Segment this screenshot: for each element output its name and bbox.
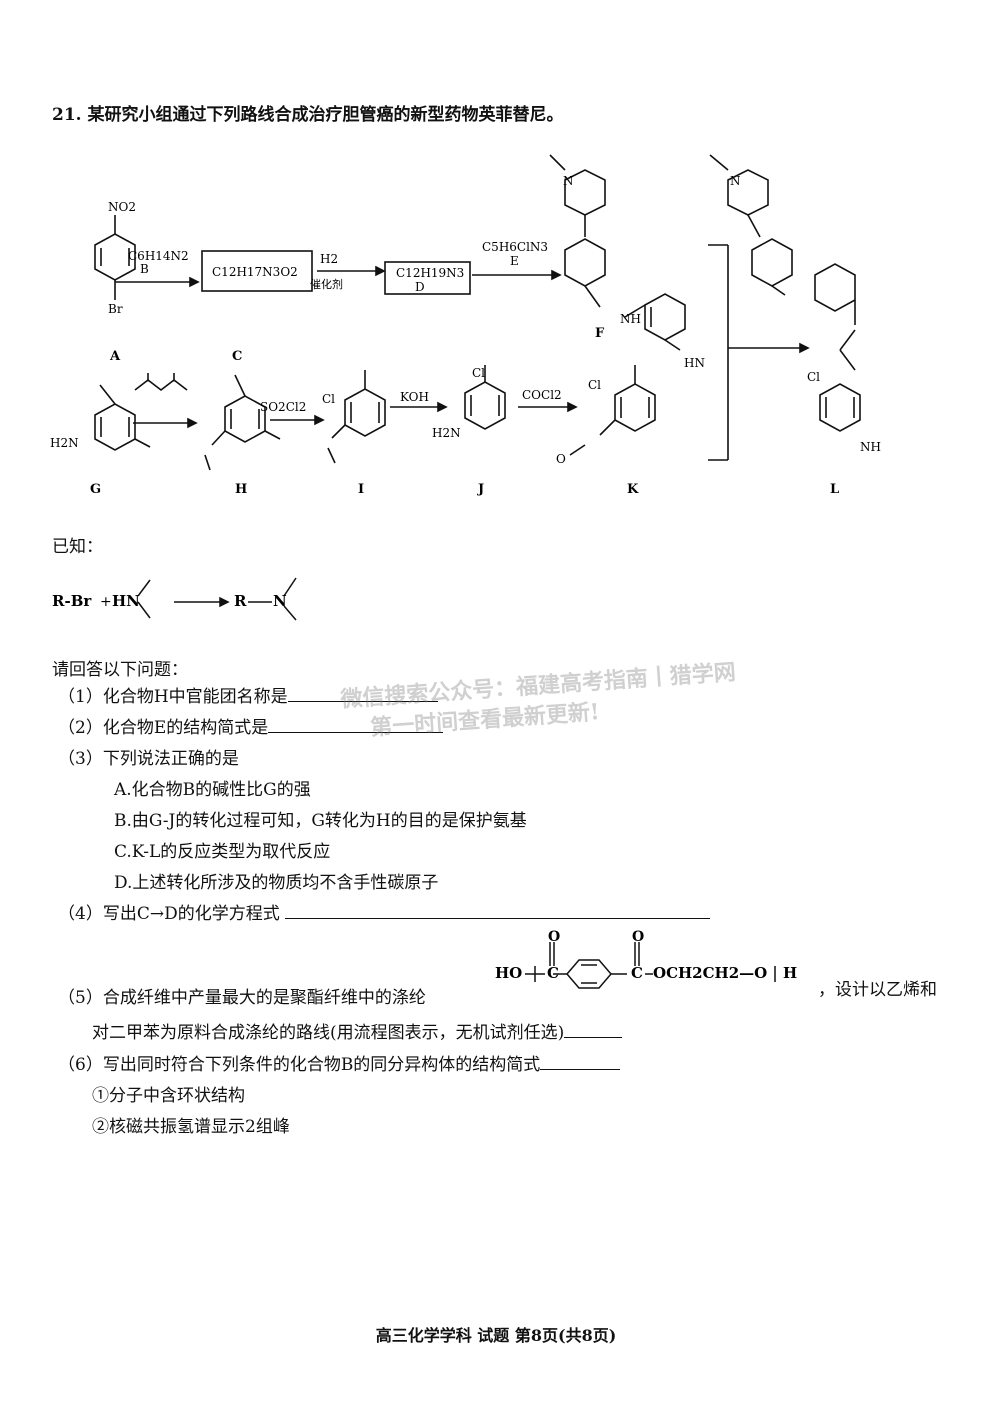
atom-H2N-G: H2N [50, 436, 79, 450]
atom-NH-F: NH [620, 312, 641, 326]
pet-polymer-structure: HO C C O O OCH2CH2—O H [495, 930, 797, 989]
q2-text: （2）化合物E的结构简式是 [58, 718, 269, 738]
polymer-h: H [783, 964, 797, 982]
q1-blank[interactable] [287, 687, 438, 702]
question-title: 21. 某研究小组通过下列路线合成治疗胆管癌的新型药物英菲替尼。 [52, 105, 564, 125]
known-label: 已知： [52, 537, 103, 557]
q6-text: （6）写出同时符合下列条件的化合物B的同分异构体的结构简式 [58, 1055, 541, 1075]
reaction-amine: HN [112, 592, 140, 610]
atom-Br: Br [108, 302, 123, 316]
atom-Cl-L: Cl [807, 370, 820, 384]
polymer-o1: O [548, 930, 560, 945]
label-H: H [235, 482, 247, 497]
known-reaction: R-Br + HN R N [52, 577, 297, 621]
label-C: C [232, 349, 242, 364]
compound-D-formula: C12H19N3 [396, 266, 464, 280]
q3-text: （3）下列说法正确的是 [58, 749, 239, 769]
reaction-rbr: R-Br [52, 592, 92, 610]
page-footer: 高三化学学科 试题 第8页(共8页) [375, 1326, 617, 1345]
reagent-COCl2: COCl2 [522, 388, 562, 402]
reagent-B-label: B [140, 262, 149, 276]
questions-intro: 请回答以下问题： [52, 660, 188, 680]
q6-condition-2: ②核磁共振氢谱显示2组峰 [92, 1117, 290, 1137]
label-D: D [415, 280, 425, 294]
q4-text: （4）写出C→D的化学方程式 [58, 904, 280, 924]
q5-line1: （5）合成纤维中产量最大的是聚酯纤维中的涤纶 [58, 983, 426, 1008]
q5-text-part2: ，设计以乙烯和 [818, 980, 937, 1000]
q6-line: （6）写出同时符合下列条件的化合物B的同分异构体的结构简式 [58, 1050, 621, 1075]
label-E: E [510, 254, 519, 268]
atom-NO2: NO2 [108, 200, 136, 214]
label-I: I [358, 482, 364, 497]
q4-blank[interactable] [285, 904, 711, 919]
q3-option-d: D.上述转化所涉及的物质均不含手性碳原子 [114, 873, 439, 893]
label-F: F [595, 326, 605, 341]
q1-line: （1）化合物H中官能团名称是 [58, 682, 438, 707]
q3-line: （3）下列说法正确的是 [58, 744, 239, 769]
reagent-catalyst: 催化剂 [310, 277, 343, 291]
product-r: R [234, 592, 247, 610]
atom-NH-L: NH [860, 440, 881, 454]
atom-Cl-J: Cl [472, 366, 485, 380]
q2-line: （2）化合物E的结构简式是 [58, 713, 444, 738]
atom-H2N-J: H2N [432, 426, 461, 440]
label-L: L [830, 482, 839, 497]
atom-N-F: N [563, 174, 574, 188]
label-K: K [627, 482, 639, 497]
q2-blank[interactable] [268, 718, 444, 733]
q6-condition-1: ①分子中含环状结构 [92, 1086, 245, 1106]
q4-line: （4）写出C→D的化学方程式 [58, 899, 711, 924]
label-J: J [477, 482, 484, 497]
q5-blank[interactable] [564, 1023, 623, 1038]
reagent-E-formula: C5H6ClN3 [482, 240, 548, 254]
polymer-right: OCH2CH2—O [653, 964, 767, 982]
q5-text-part3: 对二甲苯为原料合成涤纶的路线(用流程图表示，无机试剂任选) [92, 1023, 565, 1043]
compound-C-formula: C12H17N3O2 [212, 265, 298, 279]
q3-option-b: B.由G-J的转化过程可知，G转化为H的目的是保护氨基 [114, 811, 527, 831]
reagent-H2: H2 [320, 252, 338, 266]
atom-O-K: O [556, 452, 566, 466]
polymer-o2: O [632, 930, 644, 945]
reagent-B-formula: C6H14N2 [128, 249, 189, 263]
polymer-c2: C [631, 964, 643, 982]
q3-option-c: C.K-L的反应类型为取代反应 [114, 842, 331, 862]
atom-N-L: N [730, 174, 741, 188]
polymer-ho: HO [495, 964, 522, 982]
q5-text: （5）合成纤维中产量最大的是聚酯纤维中的涤纶 [58, 988, 426, 1008]
q5-line2: 对二甲苯为原料合成涤纶的路线(用流程图表示，无机试剂任选) [92, 1018, 623, 1043]
reaction-plus: + [100, 594, 112, 610]
q6-blank[interactable] [540, 1055, 621, 1070]
reagent-SO2Cl2: SO2Cl2 [260, 400, 306, 414]
atom-Cl-I: Cl [322, 392, 335, 406]
q1-text: （1）化合物H中官能团名称是 [58, 687, 288, 707]
label-G: G [90, 482, 101, 497]
product-n: N [273, 592, 287, 610]
polymer-c1: C [547, 964, 559, 982]
synthesis-scheme: A C F G H I J K L NO2 Br C6H14N2 B C12H1… [50, 154, 881, 497]
q3-option-a: A.化合物B的碱性比G的强 [114, 780, 311, 800]
label-A: A [109, 349, 121, 364]
reagent-KOH: KOH [400, 390, 429, 404]
atom-Cl-K: Cl [588, 378, 601, 392]
atom-HN-F: HN [684, 356, 705, 370]
